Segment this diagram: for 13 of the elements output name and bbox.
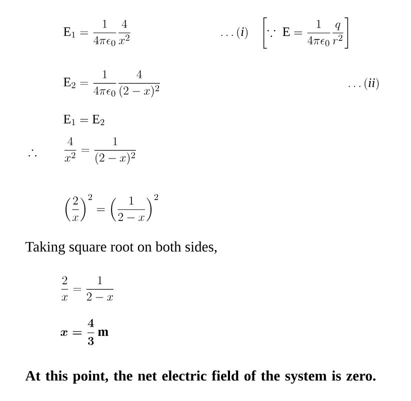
therefore-sign: $\therefore$ — [28, 149, 36, 156]
equation: $\mathrm{E}_2 = \frac{1}{4\pi \epsilon_0}\frac{4}{(2-x)^2}$ — [64, 70, 160, 98]
bracketed-note: $\left[\because\ \mathrm{E} = \frac{1}{4\pi \epsilon_0}\frac{q}{r^2}\right]$ — [263, 17, 348, 49]
equation: $\frac{4}{x^2} = \frac{1}{(2-x)^2}$ — [64, 137, 136, 165]
text-line: Taking square root on both sides, — [25, 241, 217, 255]
equation-number: $\ldots(\mathit{ii})$ — [348, 78, 379, 90]
equation: $\frac{2}{x} = \frac{1}{2-x}$ — [61, 276, 114, 301]
result-equation: $\boldsymbol{x = \frac{4}{3}\,\mathrm{m}}$ — [60, 318, 108, 346]
equation: $\mathrm{E}_1 = \frac{1}{4\pi \epsilon_0}\frac{4}{x^2}$ — [64, 20, 130, 46]
equation: $\mathrm{E}_1 = \mathrm{E}_2$ — [64, 114, 104, 126]
conclusion-text: At this point, the net electric field of the system is zero. — [25, 370, 376, 384]
equation: $\left(\frac{2}{x}\right)^2 = \left(\frac{1}{2-x}\right)^2$ — [66, 194, 158, 222]
equation-number: $\ldots(\mathit{i})$ — [221, 27, 248, 39]
